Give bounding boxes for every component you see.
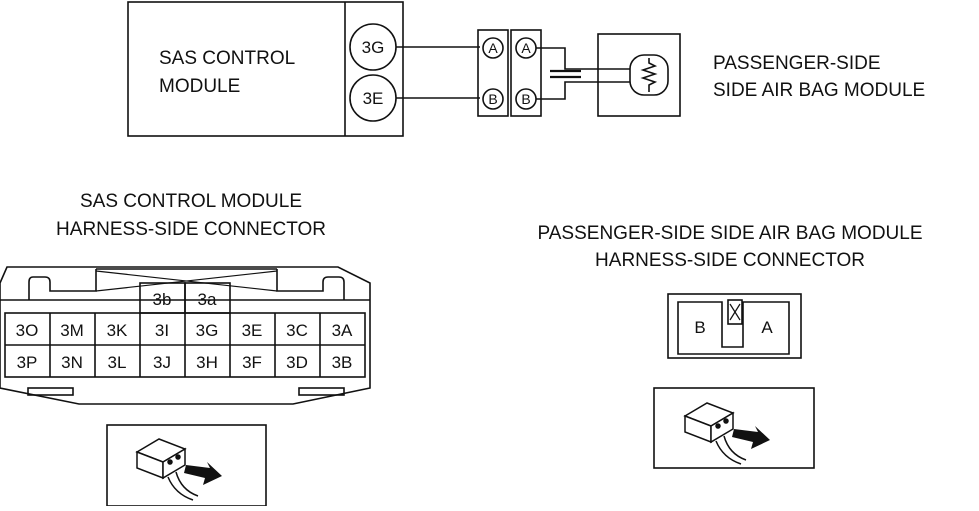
airbag-module-box (597, 33, 681, 117)
sas-connector-title-line1: SAS CONTROL MODULE (80, 191, 302, 212)
joint-pin-b-left: B (488, 91, 497, 107)
probe-arrow-icon (732, 426, 770, 449)
pin-row2: 3P (17, 353, 38, 372)
airbag-harness-connector (667, 293, 802, 359)
airbag-pin-a: A (761, 318, 773, 337)
sas-control-module (127, 1, 404, 137)
airbag-connector-title-line1: PASSENGER-SIDE SIDE AIR BAG MODULE (537, 223, 922, 244)
pin-row1: 3A (332, 321, 353, 340)
airbag-label-line1: PASSENGER-SIDE (713, 53, 881, 74)
pin-row1: 3O (16, 321, 39, 340)
pin-row2: 3D (286, 353, 308, 372)
pin-row2: 3J (153, 353, 171, 372)
pin-3a-upper: 3a (198, 290, 217, 309)
pin-row2: 3F (242, 353, 262, 372)
module-box (127, 1, 404, 137)
probe-connector-icon (135, 438, 199, 501)
connector-outline (0, 266, 371, 405)
pin-row1: 3C (286, 321, 308, 340)
pin-3b: 3b (153, 290, 172, 309)
module-label-line2: MODULE (159, 76, 240, 97)
joint-pin-a-right: A (521, 40, 531, 56)
terminal-3g-label: 3G (362, 38, 385, 57)
airbag-module (597, 33, 681, 117)
sas-harness-connector (0, 266, 371, 405)
pin-row2: 3L (108, 353, 127, 372)
squib-element (629, 54, 669, 96)
airbag-connector-outline (667, 293, 802, 359)
pin-row1: 3M (60, 321, 84, 340)
pin-row2: 3B (332, 353, 353, 372)
probe-connector-icon (683, 402, 747, 465)
pin-row1: 3I (155, 321, 169, 340)
pin-row1: 3G (196, 321, 219, 340)
probe-view-box-right (653, 387, 815, 469)
pin-row2: 3H (196, 353, 218, 372)
joint-pin-b-right: B (521, 91, 530, 107)
airbag-pin-b: B (694, 318, 705, 337)
terminal-3e-label: 3E (363, 89, 384, 108)
module-label-line1: SAS CONTROL (159, 48, 295, 69)
resistor-icon (640, 58, 658, 92)
pin-row1: 3K (107, 321, 128, 340)
pin-row2: 3N (61, 353, 83, 372)
wire-b (536, 81, 598, 100)
pin-row1: 3E (242, 321, 263, 340)
wire-a (536, 47, 598, 70)
airbag-connector-title-line2: HARNESS-SIDE CONNECTOR (595, 250, 865, 271)
probe-arrow-icon (184, 462, 222, 485)
joint-pin-a-left: A (488, 40, 498, 56)
airbag-label-line2: SIDE AIR BAG MODULE (713, 80, 925, 101)
sas-connector-title-line2: HARNESS-SIDE CONNECTOR (56, 219, 326, 240)
